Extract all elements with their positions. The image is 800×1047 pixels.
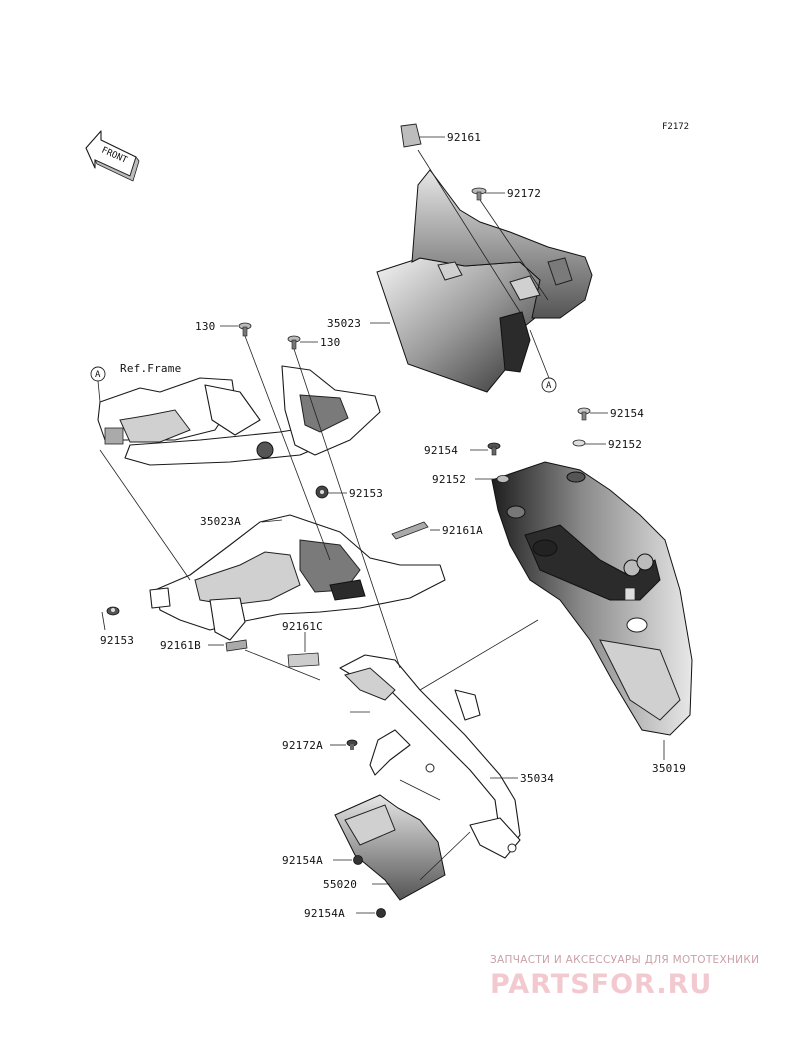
decal-92161C <box>287 652 320 668</box>
label-35023A: 35023A <box>200 515 241 528</box>
ref-a-left-label: A <box>95 370 101 380</box>
label-92154A-top: 92154A <box>282 854 323 867</box>
label-35023: 35023 <box>327 317 361 330</box>
label-92152-mid: 92152 <box>432 473 466 486</box>
label-92172A: 92172A <box>282 739 323 752</box>
grommet-92153-left <box>106 606 120 616</box>
label-92153-left: 92153 <box>100 634 134 647</box>
decal-92161 <box>400 123 422 148</box>
washer-92152-top <box>572 439 586 447</box>
grommet-92153-top <box>315 485 329 499</box>
frame-reference <box>97 365 381 466</box>
bolt-130-left <box>238 322 252 337</box>
nut-92154A-top <box>353 855 363 865</box>
seat-cover-35023 <box>376 169 593 393</box>
label-35019: 35019 <box>652 762 686 775</box>
washer-92152-mid <box>496 475 510 483</box>
rear-fender-35019 <box>491 461 693 736</box>
label-92161A: 92161A <box>442 524 483 537</box>
ref-a-right-label: A <box>546 381 552 391</box>
clip-92172A <box>346 739 358 750</box>
label-55020: 55020 <box>323 878 357 891</box>
clip-92172 <box>471 187 487 201</box>
watermark-brand: PARTSFOR.RU <box>490 969 712 1000</box>
leader-lines <box>97 136 665 914</box>
decal-92161A <box>391 521 429 540</box>
seat-cover-inner-35023A <box>149 514 446 641</box>
watermark-subtitle: ЗАПЧАСТИ И АКСЕССУАРЫ ДЛЯ МОТОТЕХНИКИ <box>490 954 759 966</box>
label-92172: 92172 <box>507 187 541 200</box>
label-92161B: 92161B <box>160 639 201 652</box>
nut-92154A-bottom <box>376 908 386 918</box>
label-92154-mid: 92154 <box>424 444 458 457</box>
label-92161C: 92161C <box>282 620 323 633</box>
screw-92154-mid <box>487 442 501 456</box>
label-92152-top: 92152 <box>608 438 642 451</box>
front-arrow-icon: FRONT <box>85 130 140 182</box>
decal-92161B <box>225 639 248 652</box>
label-92153-top: 92153 <box>349 487 383 500</box>
label-92161: 92161 <box>447 131 481 144</box>
plate-55020 <box>334 794 446 901</box>
ref-frame-label: Ref.Frame <box>120 362 181 375</box>
bracket-35034 <box>339 654 521 859</box>
label-92154A-bottom: 92154A <box>304 907 345 920</box>
label-92154-top: 92154 <box>610 407 644 420</box>
bolt-130-right <box>287 335 301 350</box>
label-130-right: 130 <box>320 336 340 349</box>
label-130-left: 130 <box>195 320 215 333</box>
diagram-code: F2172 <box>662 122 689 132</box>
label-35034: 35034 <box>520 772 554 785</box>
screw-92154-top <box>577 407 591 421</box>
